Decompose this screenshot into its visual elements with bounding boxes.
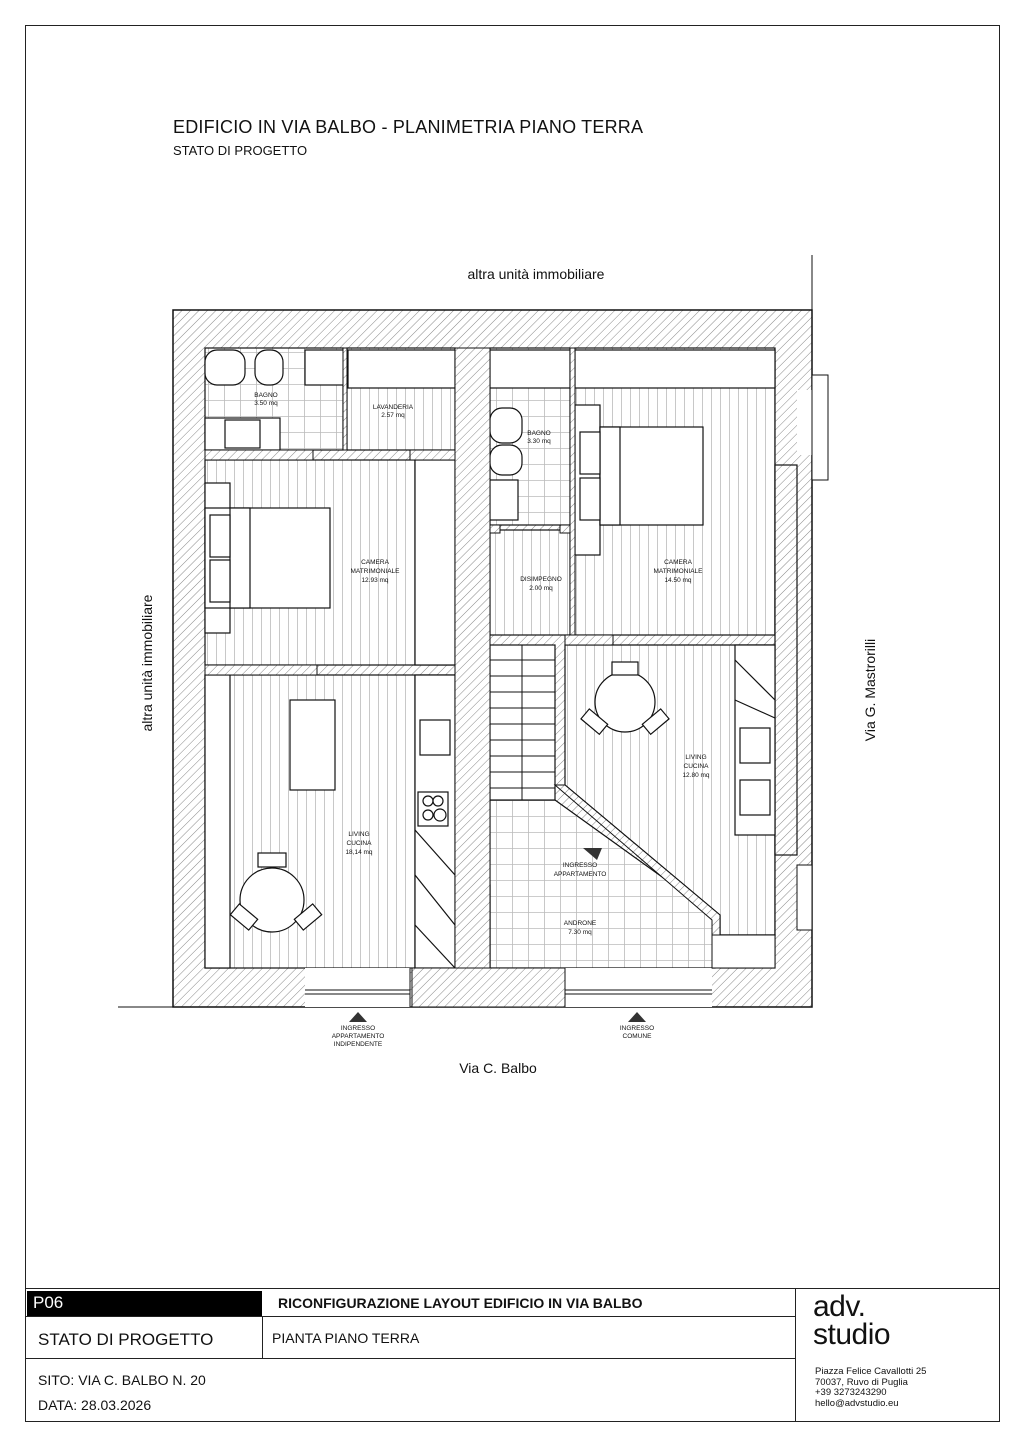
- arrow-icon: [628, 1012, 646, 1022]
- room-name: LIVING: [348, 831, 369, 838]
- entrance-label: INGRESSO: [341, 1025, 375, 1032]
- staircase: [489, 644, 556, 801]
- arrow-icon: [583, 848, 602, 860]
- room-name: MATRIMONIALE: [351, 568, 401, 575]
- neighbor-top: altra unità immobiliare: [468, 266, 605, 282]
- room-name: CUCINA: [347, 840, 373, 847]
- site-label: SITO: VIA C. BALBO N. 20: [38, 1372, 206, 1388]
- entrance-label: APPARTAMENTO: [332, 1033, 385, 1040]
- room-area: 14.50 mq: [664, 577, 691, 584]
- studio-contacts: Piazza Felice Cavallotti 25 70037, Ruvo …: [815, 1366, 927, 1409]
- room-area: 12.80 mq: [682, 772, 709, 779]
- project-title: RICONFIGURAZIONE LAYOUT EDIFICIO IN VIA …: [278, 1295, 643, 1311]
- room-area: 2.00 mq: [529, 585, 553, 592]
- entrance-label: APPARTAMENTO: [554, 871, 607, 878]
- room-labels: BAGNO 3.50 mq LAVANDERIA 2.57 mq BAGNO 3…: [254, 392, 710, 1048]
- room-area: 18,14 mq: [345, 849, 372, 856]
- openings: [305, 374, 829, 1007]
- drawing-title: EDIFICIO IN VIA BALBO - PLANIMETRIA PIAN…: [173, 117, 644, 137]
- neighbor-left: altra unità immobiliare: [139, 594, 155, 731]
- state-label: STATO DI PROGETTO: [38, 1330, 214, 1349]
- room-area: 3.50 mq: [254, 400, 278, 407]
- entrance-label: INGRESSO: [563, 862, 597, 869]
- context-labels: altra unità immobiliare altra unità immo…: [139, 266, 878, 1076]
- entrance-arrows: [349, 848, 646, 1022]
- date-label: DATA: 28.03.2026: [38, 1397, 152, 1413]
- street-right: Via G. Mastrorilli: [862, 639, 878, 741]
- arrow-icon: [349, 1012, 367, 1022]
- street-bottom: Via C. Balbo: [459, 1060, 537, 1076]
- room-name: CAMERA: [664, 559, 692, 566]
- furniture: [204, 349, 776, 969]
- room-name: BAGNO: [527, 430, 550, 437]
- drawing-subtitle: STATO DI PROGETTO: [173, 143, 308, 158]
- sheet-code: P06: [33, 1293, 64, 1312]
- room-area: 3.30 mq: [527, 438, 551, 445]
- room-area: 7.30 mq: [568, 929, 592, 936]
- room-name: LAVANDERIA: [373, 404, 414, 411]
- room-name: DISIMPEGNO: [520, 576, 562, 583]
- entrance-label: INDIPENDENTE: [334, 1041, 383, 1048]
- entrance-label: INGRESSO: [620, 1025, 654, 1032]
- partitions: [204, 347, 776, 1008]
- room-name: LIVING: [685, 754, 706, 761]
- studio-logo: adv. studio: [813, 1290, 891, 1351]
- room-area: 2.57 mq: [381, 412, 405, 419]
- room-name: CAMERA: [361, 559, 389, 566]
- room-area: 12.93 mq: [361, 577, 388, 584]
- drawing-name: PIANTA PIANO TERRA: [272, 1330, 420, 1346]
- room-name: BAGNO: [254, 392, 277, 399]
- room-name: CUCINA: [684, 763, 710, 770]
- sheet-border: [25, 25, 1000, 1422]
- entrance-label: COMUNE: [623, 1033, 653, 1040]
- room-name: MATRIMONIALE: [654, 568, 704, 575]
- room-name: ANDRONE: [564, 920, 597, 927]
- floor-plan: BAGNO 3.50 mq LAVANDERIA 2.57 mq BAGNO 3…: [118, 255, 878, 1076]
